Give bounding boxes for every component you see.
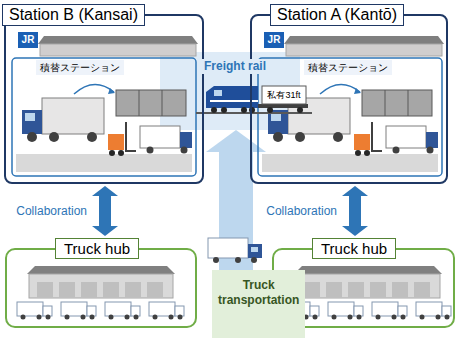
station-title: Station B (Kansai)	[2, 4, 145, 26]
station-banner: 積替ステーション	[36, 60, 124, 75]
double-arrow	[349, 196, 361, 226]
box-text: Truck transportation	[218, 278, 299, 308]
hub-illustration	[284, 266, 451, 320]
logo-text: JR	[264, 32, 284, 48]
container-marking: 私有31ft	[262, 88, 306, 102]
station-banner: 積替ステーション	[304, 60, 392, 75]
hub-title: Truck hub	[55, 238, 139, 259]
train-illustration	[196, 86, 312, 113]
logo-text: JR	[18, 32, 38, 48]
station-title: Station A (Kantō)	[270, 4, 404, 26]
station-illustration	[258, 32, 444, 176]
truck-illustration	[208, 238, 262, 263]
double-arrow	[99, 196, 111, 226]
station-illustration	[12, 32, 198, 176]
panel-title: Freight rail	[200, 59, 270, 74]
connector-label: Collaboration	[266, 204, 337, 218]
hub-title: Truck hub	[312, 238, 396, 259]
hub-illustration	[17, 266, 184, 320]
truck-hub-box: Truck hub	[5, 248, 197, 328]
transport-label-box: Truck transportation	[212, 270, 305, 338]
connector-label: Collaboration	[16, 204, 87, 218]
